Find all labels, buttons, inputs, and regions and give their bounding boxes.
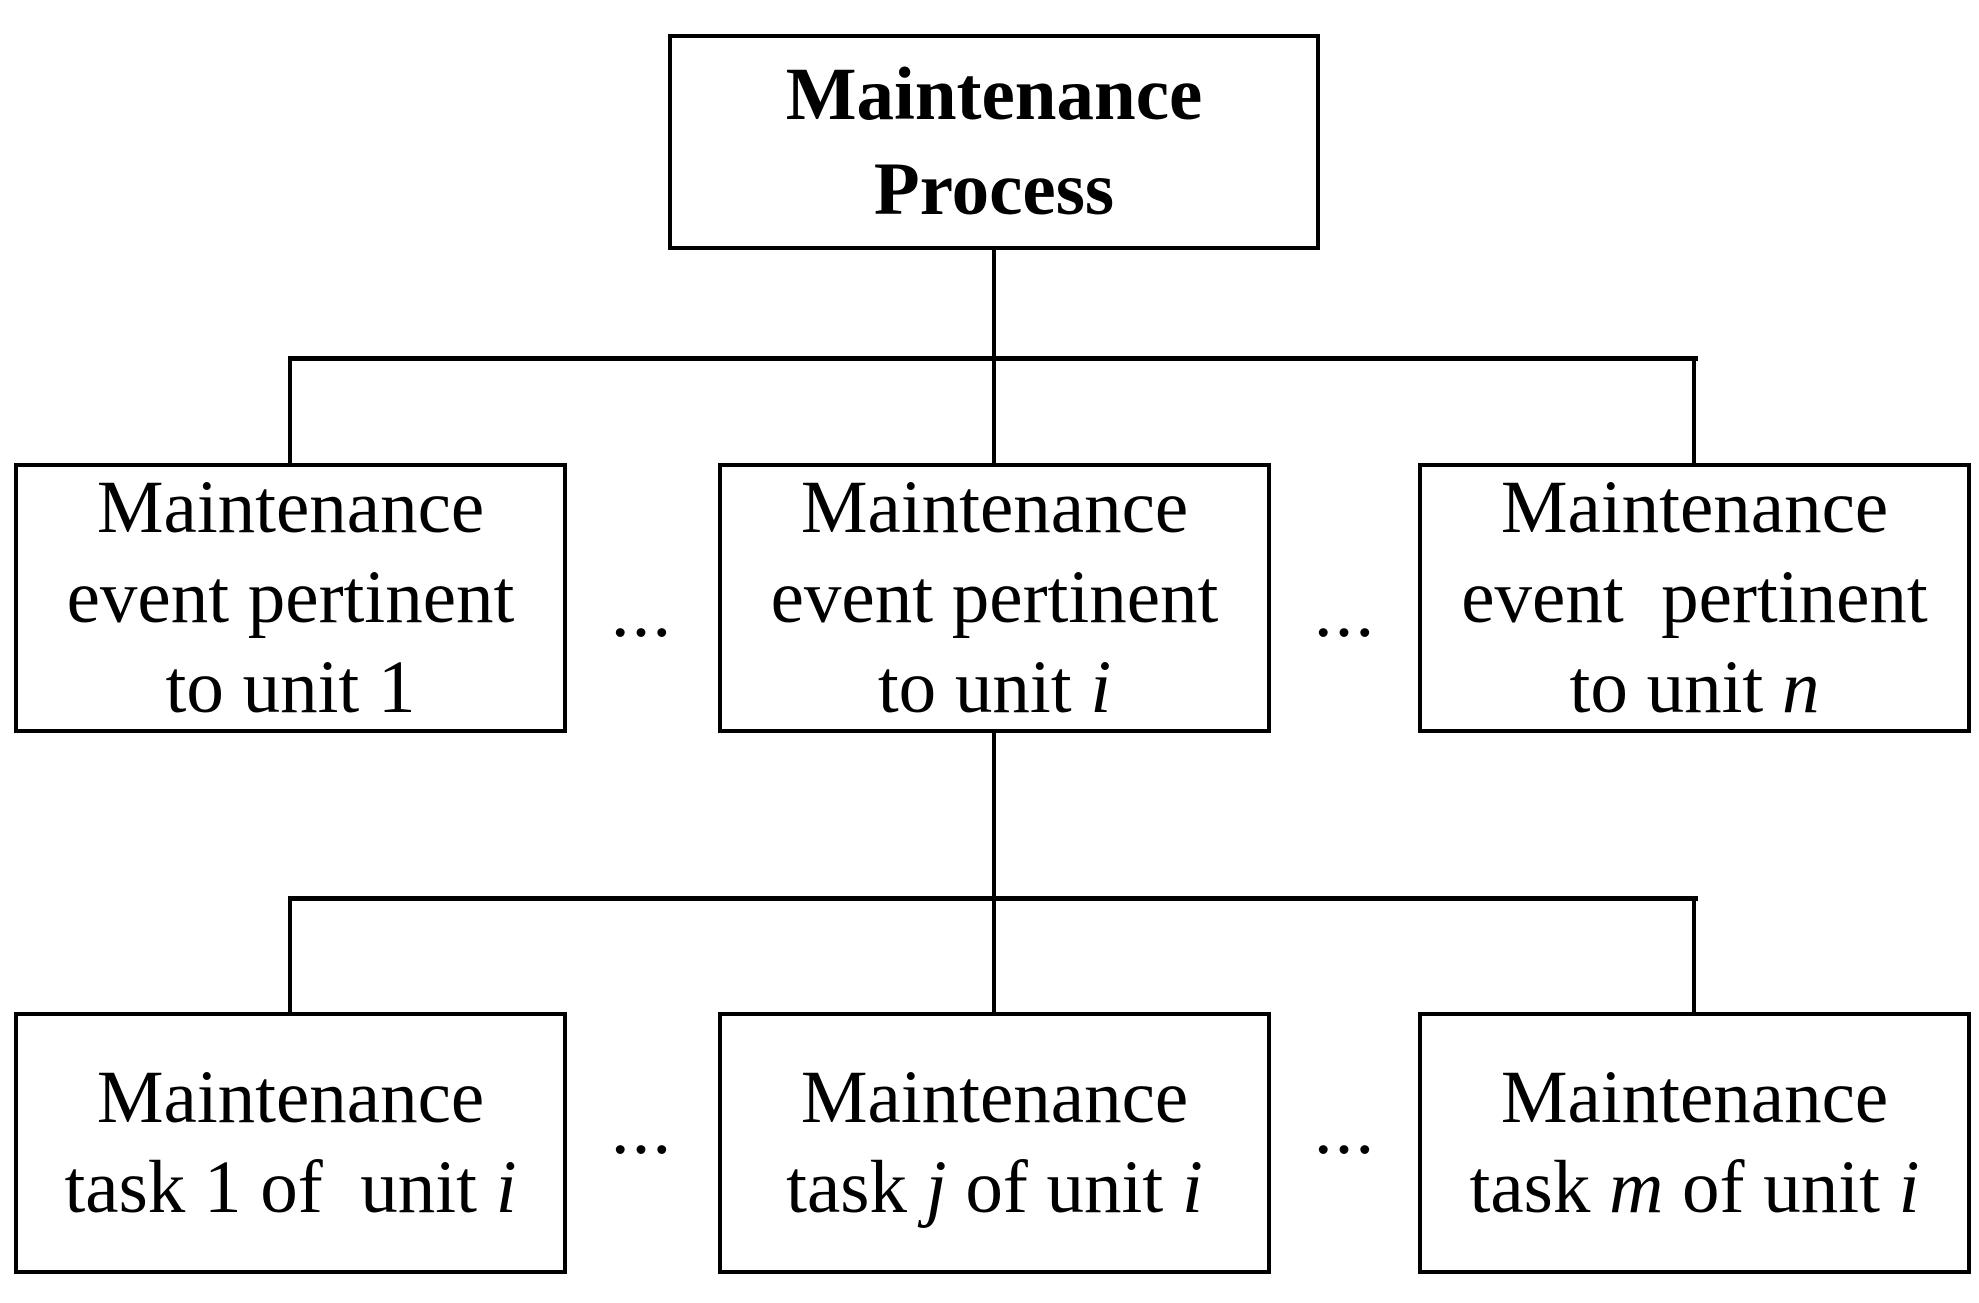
box-text-line: event pertinent: [770, 556, 1219, 639]
box-text-line: Maintenance: [800, 466, 1189, 549]
box-text-line: task m of unit i: [1469, 1146, 1920, 1229]
box-text-line: Maintenance: [96, 1056, 485, 1139]
box-text-line: to unit n: [1569, 646, 1820, 729]
box-text-line: Maintenance: [1500, 1056, 1889, 1139]
box-text-line: Maintenance: [1500, 466, 1889, 549]
connector-drop-unit-n: [1692, 356, 1696, 467]
connector-drop-task-1: [288, 896, 292, 1016]
box-text-line: task j of unit i: [786, 1146, 1203, 1229]
box-text-line: event pertinent: [66, 556, 515, 639]
box-text-line: event pertinent: [1461, 556, 1928, 639]
connector-drop-task-j: [992, 896, 996, 1016]
box-text-line: Maintenance: [800, 1056, 1189, 1139]
box-text-line: to unit 1: [165, 646, 416, 729]
connector-drop-unit-i: [992, 356, 996, 467]
connector-event-i-stem: [992, 729, 996, 901]
ellipsis-events-right: ...: [1313, 570, 1377, 653]
ellipsis-tasks-left: ...: [610, 1087, 674, 1170]
box-text-line: Maintenance: [785, 53, 1203, 136]
box-text-line: Process: [873, 148, 1115, 231]
connector-drop-unit-1: [288, 356, 292, 467]
ellipsis-events-left: ...: [610, 570, 674, 653]
box-text-line: task 1 of unit i: [64, 1146, 517, 1229]
box-text-line: to unit i: [877, 646, 1112, 729]
box-text-line: Maintenance: [96, 466, 485, 549]
ellipsis-tasks-right: ...: [1313, 1087, 1377, 1170]
connector-root-stem: [992, 246, 996, 361]
connector-drop-task-m: [1692, 896, 1696, 1016]
